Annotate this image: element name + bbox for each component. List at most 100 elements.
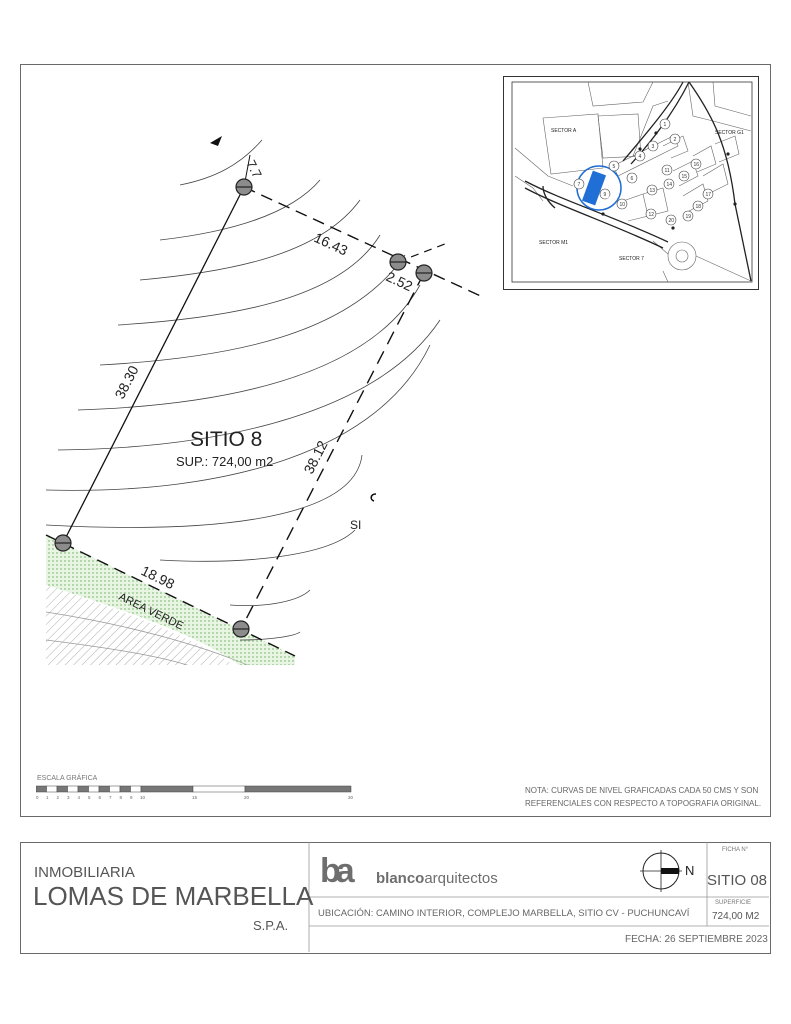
svg-text:1: 1 (46, 795, 49, 800)
svg-text:2: 2 (674, 137, 677, 143)
svg-text:0: 0 (36, 795, 39, 800)
lot-marker: 14 (663, 178, 675, 190)
dim-top: 16.43 (312, 229, 351, 258)
location: UBICACIÓN: CAMINO INTERIOR, COMPLEJO MAR… (318, 908, 690, 919)
key-map-lot-8: 8 (607, 196, 610, 202)
lot-marker: 5 (608, 160, 620, 172)
svg-text:6: 6 (631, 176, 634, 182)
svg-text:3: 3 (67, 795, 70, 800)
boundary-top-tick (397, 241, 451, 263)
svg-text:9: 9 (130, 795, 133, 800)
lot-marker: 4 (634, 150, 646, 162)
boundary-top (243, 186, 486, 299)
svg-text:17: 17 (706, 192, 712, 198)
lot-marker: 1 (659, 118, 671, 130)
key-map-sector-g1: SECTOR G1 (715, 130, 744, 136)
boundary-left (62, 186, 245, 544)
survey-point (54, 534, 72, 552)
key-map: 1 2 3 4 5 6 7 9 10 11 12 13 14 15 16 17 … (503, 76, 759, 290)
svg-text:13: 13 (650, 188, 656, 194)
survey-point (389, 253, 407, 271)
key-map-sector-a: SECTOR A (551, 128, 577, 134)
svg-text:2: 2 (57, 795, 60, 800)
lot-marker: 15 (678, 170, 690, 182)
svg-text:30: 30 (348, 795, 354, 800)
highlight-lot (581, 170, 607, 206)
key-map-sector-7: SECTOR 7 (619, 256, 644, 262)
lot-marker: 18 (692, 200, 704, 212)
lot-marker: 7 (573, 178, 585, 190)
lot-marker: 12 (645, 208, 657, 220)
arrow-fragment-icon (210, 136, 222, 146)
svg-text:8: 8 (120, 795, 123, 800)
architect-name-light: arquitectos (424, 870, 498, 887)
lot-area: SUP.: 724,00 m2 (176, 454, 273, 469)
note-line-1: NOTA: CURVAS DE NIVEL GRAFICADAS CADA 50… (525, 786, 759, 795)
area-value: 724,00 M2 (712, 911, 760, 922)
note-line-2: REFERENCIALES CON RESPECTO A TOPOGRAFIA … (525, 799, 762, 808)
svg-text:15: 15 (192, 795, 198, 800)
clipped-arc (370, 493, 377, 502)
key-map-sector-m1: SECTOR M1 (539, 240, 568, 246)
company-line-2: LOMAS DE MARBELLA (33, 881, 314, 911)
contour-lines (45, 139, 441, 641)
sheet-value: SITIO 08 (707, 872, 768, 889)
svg-text:5: 5 (613, 164, 616, 170)
svg-text:6: 6 (99, 795, 102, 800)
green-area-tint (46, 535, 295, 665)
svg-text:3: 3 (652, 144, 655, 150)
svg-text:18: 18 (696, 204, 702, 210)
svg-text:10: 10 (620, 202, 626, 208)
date: FECHA: 26 SEPTIEMBRE 2023 (625, 934, 768, 945)
dim-right: 38.12 (300, 438, 330, 477)
svg-text:11: 11 (665, 168, 670, 174)
lot-marker: 6 (626, 172, 638, 184)
title-block (20, 842, 771, 954)
svg-text:20: 20 (669, 218, 675, 224)
sheet-label: FICHA N° (722, 847, 749, 853)
lot-marker: 11 (661, 164, 673, 176)
svg-text:10: 10 (140, 795, 146, 800)
architect-logo: ba (320, 852, 355, 890)
svg-text:19: 19 (686, 214, 692, 220)
svg-text:9: 9 (604, 192, 607, 198)
svg-text:4: 4 (639, 154, 642, 160)
lot-marker: 19 (682, 210, 694, 222)
svg-text:5: 5 (88, 795, 91, 800)
clipped-label: SI (350, 518, 361, 532)
dim-top-right: 2.52 (384, 268, 416, 294)
boundary-right (240, 272, 425, 630)
lot-marker: 13 (646, 184, 658, 196)
svg-text:7: 7 (109, 795, 112, 800)
survey-point (232, 620, 250, 638)
survey-point (235, 178, 253, 196)
north-symbol-icon (640, 850, 682, 892)
road-hatch (46, 585, 234, 665)
drawing-frame (20, 64, 771, 817)
lot-marker: 2 (669, 133, 681, 145)
svg-text:16: 16 (694, 162, 700, 168)
architect-logo-mark: ba (320, 852, 355, 890)
svg-text:14: 14 (667, 182, 673, 188)
architect-name: blancoarquitectos (376, 870, 498, 887)
lot-marker: 16 (690, 158, 702, 170)
lot-marker: 17 (702, 188, 714, 200)
lot-title: SITIO 8 (190, 428, 262, 451)
north-label: N (685, 863, 695, 878)
lot-marker: 10 (616, 198, 628, 210)
lot-marker: 20 (665, 214, 677, 226)
survey-point (415, 264, 433, 282)
dim-left: 38.30 (111, 363, 141, 402)
svg-text:12: 12 (649, 212, 655, 218)
boundary-bottom (45, 534, 296, 657)
svg-text:20: 20 (244, 795, 250, 800)
svg-text:4: 4 (78, 795, 81, 800)
lot-numbers: 1 2 3 4 5 6 7 9 10 11 12 13 14 15 16 17 … (573, 118, 714, 226)
company-line-1: INMOBILIARIA (34, 864, 135, 881)
road-curve-2 (45, 639, 189, 665)
lot-marker: 9 (599, 188, 611, 200)
survey-points (54, 178, 433, 638)
scale-bar-title: ESCALA GRÁFICA (37, 775, 98, 782)
svg-text:15: 15 (682, 174, 688, 180)
